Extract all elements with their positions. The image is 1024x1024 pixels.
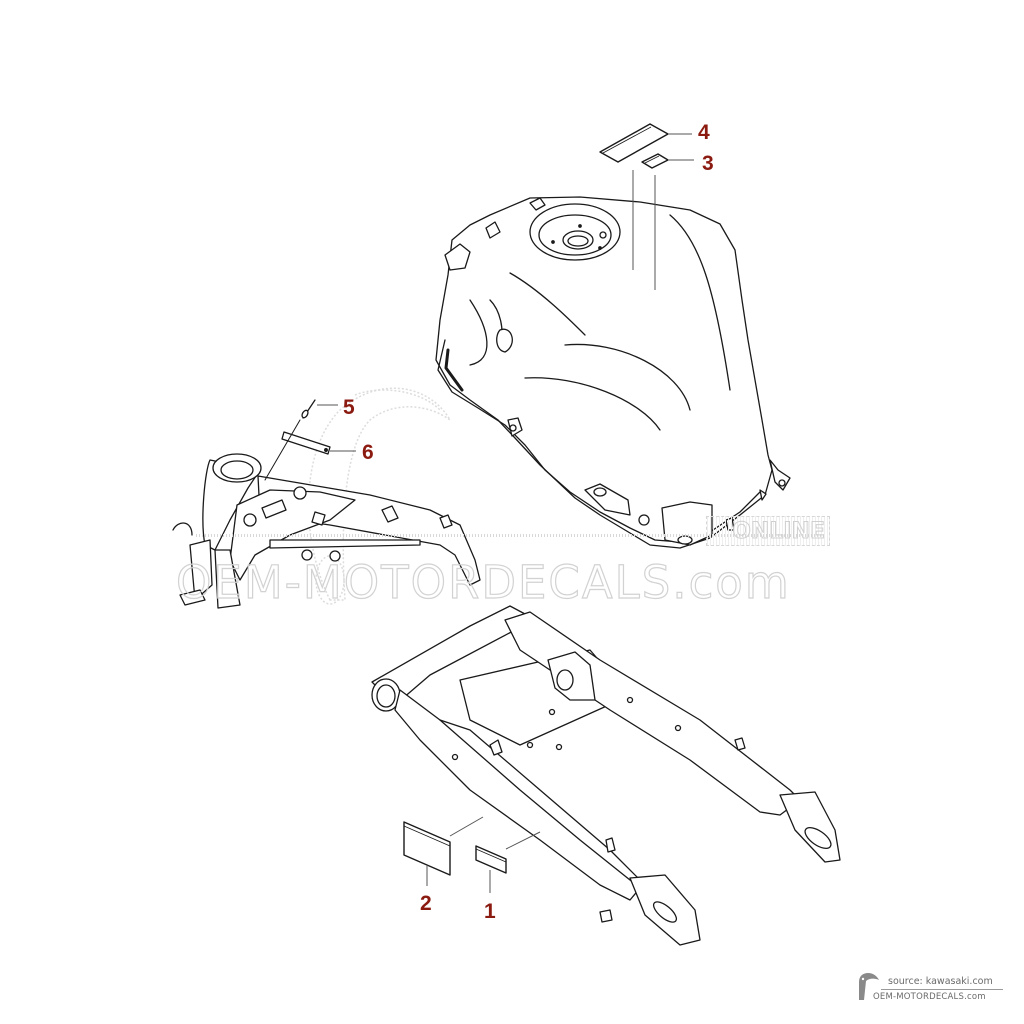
- callout-4: 4: [698, 121, 710, 144]
- brand-text: OEM-MOTORDECALS.com: [873, 992, 986, 1002]
- decal-3-shape: [641, 153, 669, 169]
- decal-1-shape: [475, 845, 507, 874]
- frame-drawing: [172, 453, 481, 609]
- decal-2-shape: [403, 821, 451, 876]
- watermark-line: [196, 534, 826, 537]
- callout-1: 1: [484, 900, 496, 923]
- callout-3: 3: [702, 152, 714, 175]
- callout-6: 6: [362, 441, 374, 464]
- callout-2: 2: [420, 892, 432, 915]
- frame-decals: [264, 399, 331, 481]
- source-credit: source: kawasaki.com OEM-MOTORDECALS.com: [855, 970, 1005, 1004]
- leader-lines: [317, 133, 694, 893]
- watermark-badge: ONLINE: [706, 516, 830, 546]
- tank-decals: [599, 123, 669, 169]
- fuel-tank-drawing: [435, 196, 791, 549]
- swingarm-drawing: [371, 605, 841, 946]
- swingarm-decals: [403, 821, 507, 876]
- credit-divider: [881, 989, 1003, 990]
- source-text: source: kawasaki.com: [888, 976, 993, 987]
- toucan-logo-icon: [859, 973, 879, 1000]
- watermark-logo: [307, 387, 451, 605]
- callout-5: 5: [343, 396, 355, 419]
- watermark-text: OEM-MOTORDECALS.com: [175, 555, 791, 609]
